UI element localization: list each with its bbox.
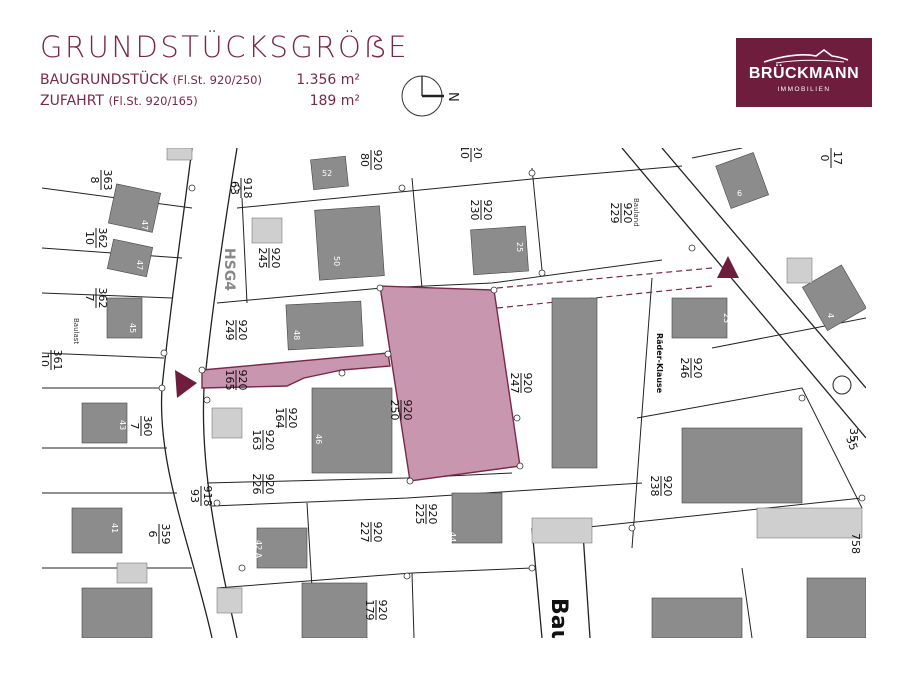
parcel-number: 918 (201, 486, 214, 507)
parcel-number: 360 (141, 416, 154, 437)
parcel-number: 363 (101, 170, 114, 191)
brand-logo: BRÜCKMANN IMMOBILIEN (736, 38, 872, 107)
parcel-number: 7 (128, 423, 141, 430)
parcel-number: 10 (83, 231, 96, 245)
house-number: 44 (448, 532, 457, 542)
parcel-number: 80 (358, 153, 371, 167)
area-label: Bauland (632, 198, 640, 227)
house-number: 41 (110, 523, 119, 533)
house-number: 47 (135, 260, 144, 270)
parcel-number: 17 (831, 151, 844, 165)
parcel-number: 7 (83, 295, 96, 302)
parcel-number: 0 (818, 155, 831, 162)
parcel-number: 63 (228, 181, 241, 195)
parcel-number: 250 (388, 400, 401, 421)
parcel-number: 164 (273, 408, 286, 429)
parcel-number: 920 (401, 400, 414, 421)
parcel-number: 225 (413, 504, 426, 525)
roof-logo-icon (763, 49, 849, 64)
parcel-number: 10 (458, 148, 471, 159)
street-label: Bau (546, 598, 571, 638)
house-number: 21 D (810, 464, 819, 483)
parcel-number: 165 (223, 370, 236, 391)
plot-label: BAUGRUNDSTÜCK (40, 72, 169, 88)
house-number: 47 A (140, 220, 149, 239)
parcel-number: 6 (146, 531, 159, 538)
access-size-row: ZUFAHRT (Fl.St. 920/165) (40, 93, 198, 109)
access-size-value: 189 m² (309, 93, 360, 109)
parcel-number: 920 (236, 320, 249, 341)
parcel-number: 920 (426, 504, 439, 525)
parcel-number: 920 (371, 150, 384, 171)
parcel-number: 20 (471, 148, 484, 159)
parcel-number: 361 (51, 350, 64, 371)
map-label: 758 (849, 533, 862, 554)
parcel-number: 245 (256, 248, 269, 269)
parcel-number: 920 (263, 474, 276, 495)
plot-size-row: BAUGRUNDSTÜCK (Fl.St. 920/250) (40, 72, 262, 88)
parcel-number: 920 (236, 370, 249, 391)
parcel-number: 920 (481, 200, 494, 221)
logo-subtitle: IMMOBILIEN (777, 86, 831, 93)
parcel-number: 920 (286, 408, 299, 429)
house-number: 52 (322, 169, 332, 178)
house-number: 6 (737, 189, 742, 198)
map-label: 35 (847, 428, 860, 442)
north-compass-icon: N (400, 74, 470, 123)
parcel-number: 920 (371, 522, 384, 543)
street-label: HSG4 (221, 248, 237, 291)
parcel-number: 8 (88, 177, 101, 184)
parcel-number: 230 (468, 200, 481, 221)
parcel-number: 918 (241, 178, 254, 199)
parcel-number: 920 (263, 430, 276, 451)
parcel-number: 362 (96, 288, 109, 309)
house-number: 48 (292, 330, 301, 340)
parcel-number: 226 (250, 474, 263, 495)
house-number: 42 A (254, 540, 263, 559)
area-label: Baulast (72, 318, 80, 344)
logo-name: BRÜCKMANN (748, 65, 860, 82)
parcel-number: 249 (223, 320, 236, 341)
parcel-number: 920 (621, 203, 634, 224)
parcel-number: 920 (521, 373, 534, 394)
house-number: 45 (128, 323, 137, 333)
house-number: 23 (722, 313, 731, 323)
parcel-number: 920 (691, 358, 704, 379)
house-number: 23 A (600, 414, 609, 433)
parcel-number: 920 (376, 600, 389, 621)
parcel-number: 179 (363, 600, 376, 621)
house-number: 35 (843, 435, 860, 453)
parcel-number: 163 (250, 430, 263, 451)
house-number: 50 (332, 256, 341, 266)
page-title: GRUNDSTÜCKSGRÖẞE (40, 30, 409, 64)
house-number: 23 C (600, 320, 609, 339)
plot-note: (Fl.St. 920/250) (172, 73, 262, 87)
parcel-number: 229 (608, 203, 621, 224)
house-number: 23 B (600, 370, 609, 388)
parcel-number: 247 (508, 373, 521, 394)
parcel-number: 227 (358, 522, 371, 543)
parcel-number: 93 (188, 489, 201, 503)
access-note: (Fl.St. 920/165) (108, 94, 198, 108)
compass-label: N (445, 92, 460, 102)
house-number: 46 (314, 434, 323, 444)
house-number: 43 (118, 420, 127, 430)
street-label: Räder-Klause (655, 333, 664, 394)
parcel-number: 246 (678, 358, 691, 379)
house-number: 25 (515, 242, 524, 252)
parcel-number: 10 (42, 353, 51, 367)
parcel-number: 238 (648, 476, 661, 497)
parcel-number: 920 (661, 476, 674, 497)
parcel-number: 359 (159, 524, 172, 545)
plot-size-value: 1.356 m² (296, 72, 360, 88)
access-label: ZUFAHRT (40, 93, 104, 109)
parcel-number: 920 (269, 248, 282, 269)
house-number: 4 (826, 313, 835, 318)
parcel-number: 362 (96, 228, 109, 249)
